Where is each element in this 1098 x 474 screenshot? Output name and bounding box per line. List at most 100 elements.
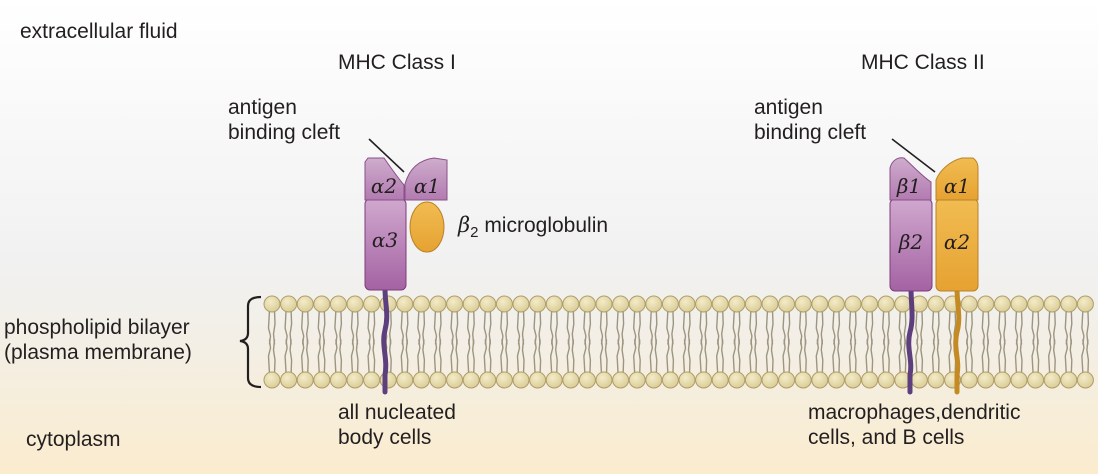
lipid-head xyxy=(595,371,613,389)
lipid-tail xyxy=(998,339,1007,375)
lipid-head xyxy=(263,371,281,389)
lipid-tail xyxy=(483,339,492,375)
lipid-head xyxy=(678,295,696,313)
lipid-head xyxy=(495,295,513,313)
lipid-head xyxy=(778,295,796,313)
lipid-head xyxy=(877,295,895,313)
lipid-tail xyxy=(848,339,857,375)
lipid-head xyxy=(412,295,430,313)
lipid-head xyxy=(778,371,796,389)
lipid-head xyxy=(993,295,1011,313)
lipid-head xyxy=(877,371,895,389)
lipid-tail xyxy=(782,339,791,375)
lipid-head xyxy=(1076,371,1094,389)
lipid-tail xyxy=(632,339,641,375)
lipid-head xyxy=(280,295,298,313)
lipid-tail xyxy=(964,339,973,375)
lipid-tail xyxy=(267,339,276,375)
lipid-head xyxy=(744,295,762,313)
lipid-head xyxy=(628,371,646,389)
lipid-tail xyxy=(749,339,758,375)
lipid-head xyxy=(562,371,580,389)
lipid-head xyxy=(612,371,630,389)
lipid-head xyxy=(960,371,978,389)
lipid-head xyxy=(412,371,430,389)
mhc2-alpha2-label: α2 xyxy=(944,230,970,254)
lipid-tail xyxy=(466,339,475,375)
lipid-tail xyxy=(433,339,442,375)
beta2-symbol: β xyxy=(458,213,471,237)
lipid-head xyxy=(861,371,879,389)
lipid-head xyxy=(529,295,547,313)
mhc1-cleft-pointer xyxy=(368,138,405,173)
lipid-head xyxy=(545,295,563,313)
membrane-label: phospholipid bilayer (plasma membrane) xyxy=(4,316,192,364)
lipid-head xyxy=(595,295,613,313)
lipid-head xyxy=(993,371,1011,389)
lipid-tail xyxy=(881,339,890,375)
lipid-head xyxy=(678,371,696,389)
lipid-head xyxy=(910,371,928,389)
lipid-head xyxy=(711,295,729,313)
mhc-class-1: α2 α1 α3 xyxy=(364,138,448,395)
lipid-tail xyxy=(284,339,293,375)
mhc2-cleft-pointer xyxy=(891,138,936,173)
lipid-head xyxy=(744,371,762,389)
lipid-tail xyxy=(1047,339,1056,375)
lipid-tail xyxy=(300,339,309,375)
beta2-microglobulin-label: β2 microglobulin xyxy=(458,213,608,240)
lipid-head xyxy=(578,371,596,389)
lipid-head xyxy=(811,371,829,389)
mhc2-beta1-domain xyxy=(889,157,932,201)
lipid-tail xyxy=(699,339,708,375)
lipid-head xyxy=(645,295,663,313)
lipid-tail xyxy=(583,339,592,375)
lipid-tail xyxy=(367,339,376,375)
lipid-head xyxy=(827,295,845,313)
lipid-head xyxy=(844,295,862,313)
mhc1-alpha2-domain xyxy=(364,157,405,201)
mhc-class-2: β1 α1 β2 α2 xyxy=(889,138,979,395)
lipid-head xyxy=(562,295,580,313)
lipid-head xyxy=(661,295,679,313)
lipid-head xyxy=(711,371,729,389)
lipid-head xyxy=(628,295,646,313)
phospholipid-bilayer xyxy=(263,295,1094,389)
lipid-tail xyxy=(516,339,525,375)
lipid-tail xyxy=(931,339,940,375)
lipid-head xyxy=(512,371,530,389)
lipid-tail xyxy=(549,339,558,375)
lipid-tail xyxy=(350,339,359,375)
lipid-head xyxy=(429,295,447,313)
lipid-tail xyxy=(566,339,575,375)
lipid-tail xyxy=(599,339,608,375)
lipid-head xyxy=(479,295,497,313)
mhc2-alpha-transmembrane-tail xyxy=(953,285,962,395)
lipid-head xyxy=(462,295,480,313)
mhc1-alpha1-domain xyxy=(404,157,448,201)
lipid-head xyxy=(578,295,596,313)
lipid-tail xyxy=(334,339,343,375)
lipid-head xyxy=(396,295,414,313)
lipid-head xyxy=(329,371,347,389)
mhc2-beta1-label: β1 xyxy=(896,174,921,198)
lipid-tail xyxy=(832,339,841,375)
mhc1-transmembrane-tail xyxy=(381,285,390,395)
extracellular-fluid-label: extracellular fluid xyxy=(20,20,178,43)
lipid-head xyxy=(728,371,746,389)
lipid-head xyxy=(661,371,679,389)
lipid-head xyxy=(1010,371,1028,389)
lipid-head xyxy=(1027,371,1045,389)
lipid-tail xyxy=(450,339,459,375)
lipid-head xyxy=(529,371,547,389)
membrane-bracket xyxy=(239,295,262,389)
lipid-tail xyxy=(533,339,542,375)
lipid-head xyxy=(1060,371,1078,389)
lipid-head xyxy=(695,295,713,313)
lipid-head xyxy=(313,295,331,313)
lipid-tail xyxy=(417,339,426,375)
lipid-tail xyxy=(732,339,741,375)
lipid-head xyxy=(1027,295,1045,313)
lipid-tail xyxy=(682,339,691,375)
